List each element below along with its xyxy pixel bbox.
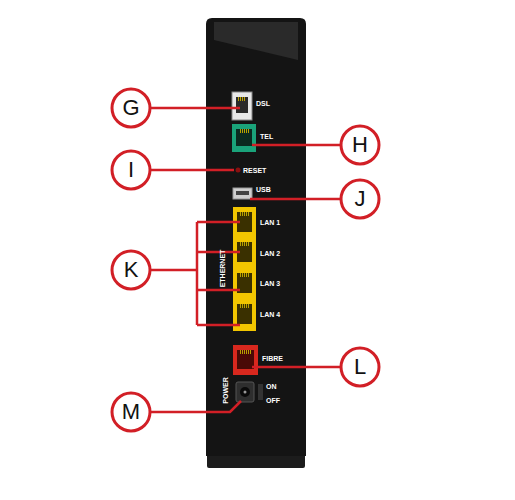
- callout-letter: H: [352, 134, 368, 156]
- port-label: RESET: [243, 167, 266, 174]
- port-label: DSL: [256, 100, 270, 107]
- callout-letter: K: [124, 259, 139, 281]
- port-label: FIBRE: [262, 355, 283, 362]
- fibre-port: [233, 345, 258, 375]
- port-label: LAN 3: [260, 280, 280, 287]
- switch-label: ON: [266, 383, 277, 390]
- power-switch: [258, 384, 263, 400]
- port-label: POWER: [221, 377, 228, 403]
- usb-port: [233, 188, 252, 199]
- port-label: LAN 1: [260, 219, 280, 226]
- power-jack: [236, 382, 254, 402]
- port-label: LAN 2: [260, 250, 280, 257]
- router-top-shade: [214, 22, 298, 60]
- callout-letter: M: [122, 401, 140, 423]
- port-group-label: ETHERNET: [219, 249, 226, 287]
- port-label: TEL: [260, 133, 273, 140]
- router-body: [206, 18, 306, 456]
- dsl-port: [232, 92, 252, 120]
- port-label: USB: [256, 186, 271, 193]
- callout-circles: [112, 89, 379, 431]
- tel-port: [232, 124, 256, 152]
- port-label: LAN 4: [260, 311, 280, 318]
- switch-label: OFF: [266, 397, 280, 404]
- callout-letter: L: [354, 356, 366, 378]
- ethernet-block: [233, 207, 256, 331]
- leader-lines: [150, 108, 341, 412]
- callout-letter: G: [122, 97, 139, 119]
- reset-hole: [236, 168, 241, 173]
- callout-letter: J: [355, 188, 366, 210]
- callout-letter: I: [128, 159, 134, 181]
